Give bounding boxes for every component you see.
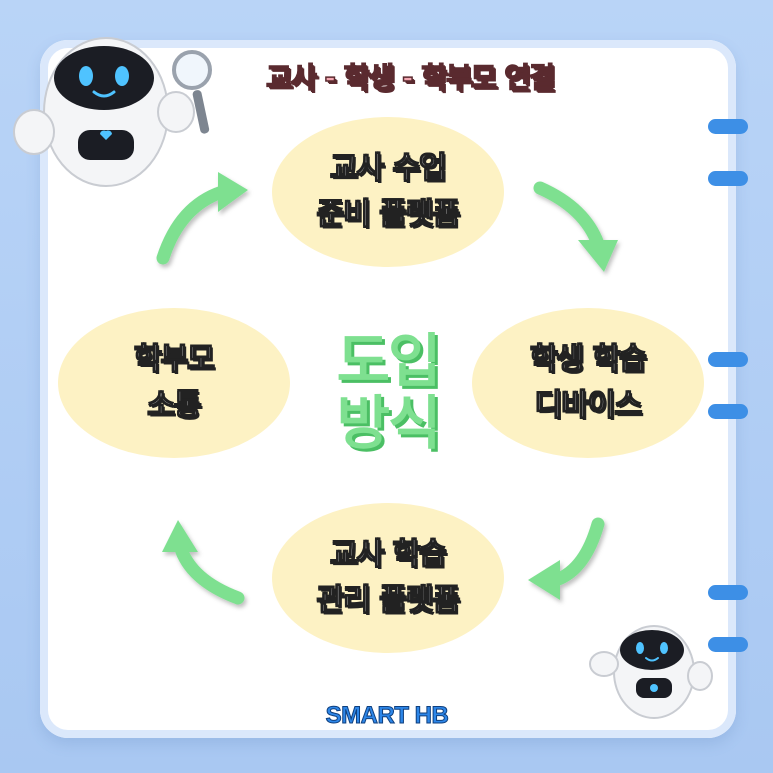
- node-line: 준비 플랫폼: [316, 196, 461, 232]
- node-teacher-prep-platform: 교사 수업 준비 플랫폼: [272, 117, 504, 267]
- node-line: 디바이스: [534, 387, 643, 423]
- diagram-title: 교사 - 학생 - 학부모 연결: [265, 60, 555, 95]
- node-parent-communication: 학부모 소통: [58, 308, 290, 458]
- binder-tab: [708, 404, 748, 419]
- binder-tab: [708, 637, 748, 652]
- binder-tab: [708, 171, 748, 186]
- binder-tab: [708, 119, 748, 134]
- node-line: 소통: [147, 387, 202, 423]
- node-teacher-management-platform: 교사 학습 관리 플랫폼: [272, 503, 504, 653]
- arrow-left-to-top-icon: [156, 172, 248, 265]
- binder-tab: [708, 352, 748, 367]
- node-line: 교사 학습: [329, 536, 447, 572]
- binder-tab: [708, 585, 748, 600]
- center-line: 도입: [336, 327, 442, 395]
- robot-mascot-small-icon: [589, 625, 713, 719]
- node-line: 학생 학습: [529, 341, 647, 377]
- node-line: 학부모: [133, 341, 215, 377]
- node-student-device: 학생 학습 디바이스: [472, 308, 704, 458]
- center-line: 방식: [336, 389, 442, 457]
- node-line: 관리 플랫폼: [316, 582, 461, 618]
- magnifier-icon: [172, 50, 212, 134]
- arrow-top-to-right-icon: [533, 181, 618, 272]
- node-line: 교사 수업: [329, 150, 447, 186]
- brand-logo: SMART HB: [325, 702, 449, 730]
- robot-mascot-icon: [13, 37, 195, 187]
- center-label: 도입 방식: [318, 330, 458, 454]
- arrow-right-to-bottom-icon: [528, 517, 605, 600]
- arrow-bottom-to-left-icon: [162, 520, 245, 605]
